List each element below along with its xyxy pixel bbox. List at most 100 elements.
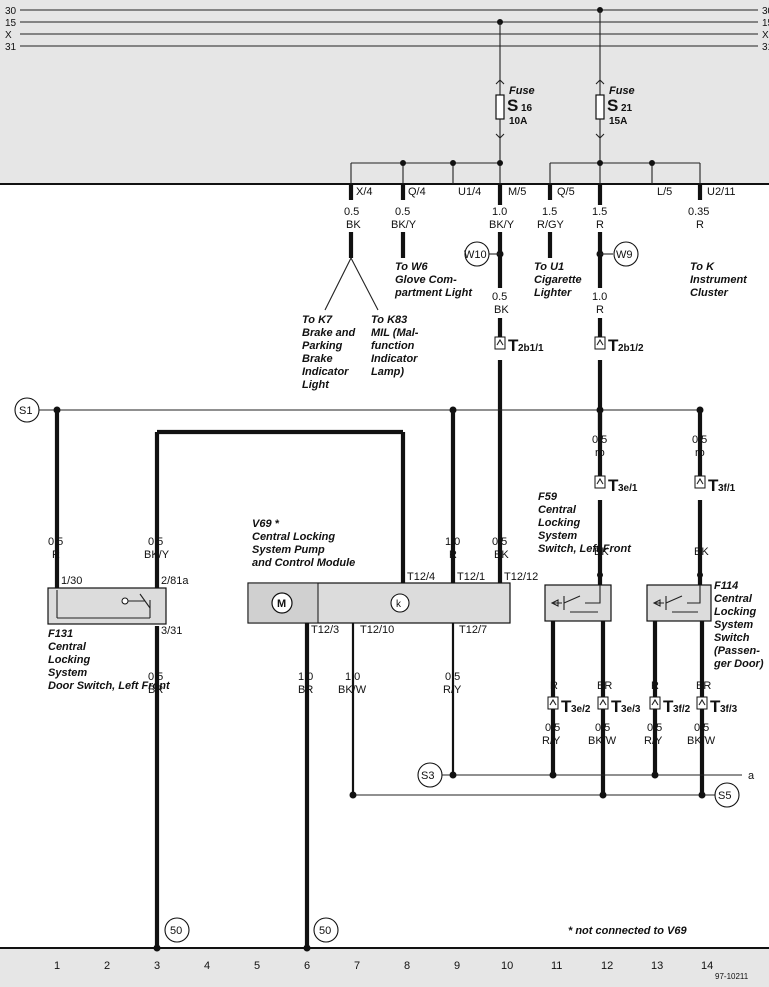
lower-switch-connectors: R BR R BR T 3e/2 T 3e/3 T 3f/2 T 3f/3 0.… [542, 680, 738, 747]
motor-icon: M [277, 598, 286, 610]
svg-text:1/30: 1/30 [61, 575, 82, 587]
svg-text:T12/7: T12/7 [459, 624, 487, 636]
rail-label-left: 15 [5, 18, 17, 29]
rail-label-right: 31 [762, 42, 769, 53]
svg-text:T: T [508, 336, 519, 355]
grid-number: 11 [551, 960, 562, 972]
svg-text:0.5: 0.5 [148, 671, 163, 683]
svg-text:T: T [608, 476, 619, 495]
svg-text:S3: S3 [421, 770, 434, 782]
svg-text:3f/2: 3f/2 [673, 704, 691, 715]
svg-text:BK/Y: BK/Y [391, 219, 417, 231]
svg-text:R/GY: R/GY [537, 219, 565, 231]
svg-text:0.35: 0.35 [688, 206, 709, 218]
internal-busbars [350, 160, 701, 184]
svg-text:T: T [663, 697, 674, 716]
svg-text:1.0: 1.0 [345, 671, 360, 683]
svg-text:T12/4: T12/4 [407, 571, 435, 583]
fuse-label: Fuse [609, 85, 635, 97]
svg-text:0.5: 0.5 [595, 722, 610, 734]
svg-text:S5: S5 [718, 790, 731, 802]
grid-number: 5 [254, 960, 260, 972]
connector-t2b1: T 2b1/1 T 2b1/2 [494, 336, 644, 355]
svg-text:BR: BR [298, 684, 313, 696]
svg-text:a: a [748, 770, 755, 782]
svg-text:0.5: 0.5 [647, 722, 662, 734]
rail-label-right: 30 [762, 6, 769, 17]
fuse-rating: 15A [609, 116, 627, 127]
svg-text:0.5: 0.5 [395, 206, 410, 218]
connector-label: Q/4 [408, 186, 426, 198]
ground-points: 50 50 [164, 917, 339, 943]
svg-text:50: 50 [170, 925, 182, 937]
svg-text:3e/3: 3e/3 [621, 704, 641, 715]
svg-text:R: R [696, 219, 704, 231]
fuse-panel-area [0, 0, 769, 184]
svg-text:50: 50 [319, 925, 331, 937]
svg-text:1.0: 1.0 [298, 671, 313, 683]
fuse-label: Fuse [509, 85, 535, 97]
svg-text:BK: BK [494, 549, 509, 561]
svg-text:T: T [561, 697, 572, 716]
svg-text:1.5: 1.5 [542, 206, 557, 218]
rail-label-left: 30 [5, 6, 17, 17]
rail-label-right: X [762, 30, 769, 41]
grid-number: 14 [701, 960, 713, 972]
svg-text:3f/3: 3f/3 [720, 704, 738, 715]
svg-text:2b1/2: 2b1/2 [618, 343, 644, 354]
svg-text:T: T [708, 476, 719, 495]
ground-bar-area [0, 948, 769, 987]
connector-label: L/5 [657, 186, 672, 198]
grid-number: 12 [601, 960, 613, 972]
svg-text:0.5: 0.5 [48, 536, 63, 548]
svg-text:T12/3: T12/3 [311, 624, 339, 636]
rail-label-left: 31 [5, 42, 17, 53]
connector-label: U2/11 [707, 186, 736, 198]
svg-text:R: R [651, 680, 659, 692]
grid-number: 7 [354, 960, 360, 972]
bus-s3-s5: S3 a S5 [349, 762, 755, 808]
svg-text:0.5: 0.5 [344, 206, 359, 218]
svg-text:BK: BK [346, 219, 361, 231]
svg-text:3e/2: 3e/2 [571, 704, 591, 715]
svg-text:1.0: 1.0 [592, 291, 607, 303]
wire-specs-upper: 0.5 BK 0.5 BK/Y 1.0 BK/Y 1.5 R/GY 1.5 R … [344, 206, 709, 316]
connector-label: M/5 [508, 186, 526, 198]
svg-text:ro: ro [595, 447, 605, 459]
svg-text:R: R [52, 549, 60, 561]
panel-connectors: X/4 Q/4 U1/4 M/5 Q/5 L/5 U2/11 [356, 186, 736, 198]
svg-text:0.5: 0.5 [545, 722, 560, 734]
svg-text:BK: BK [494, 304, 509, 316]
grid-number: 9 [454, 960, 460, 972]
svg-text:0.5: 0.5 [692, 434, 707, 446]
connector-w10: W10 [464, 249, 487, 261]
connector-label: U1/4 [458, 186, 481, 198]
svg-text:BK/Y: BK/Y [144, 549, 170, 561]
svg-text:T: T [608, 336, 619, 355]
grid-number: 2 [104, 960, 110, 972]
svg-text:T12/10: T12/10 [360, 624, 394, 636]
svg-text:1.0: 1.0 [492, 206, 507, 218]
grid-number: 1 [54, 960, 60, 972]
svg-text:BR: BR [696, 680, 711, 692]
svg-text:BK/Y: BK/Y [489, 219, 515, 231]
svg-text:T12/12: T12/12 [504, 571, 538, 583]
svg-text:3f/1: 3f/1 [718, 483, 736, 494]
svg-text:3/31: 3/31 [161, 625, 182, 637]
svg-text:0.5: 0.5 [148, 536, 163, 548]
grid-number: 6 [304, 960, 310, 972]
bus-s1: S1 [14, 397, 704, 423]
svg-text:0.5: 0.5 [492, 536, 507, 548]
